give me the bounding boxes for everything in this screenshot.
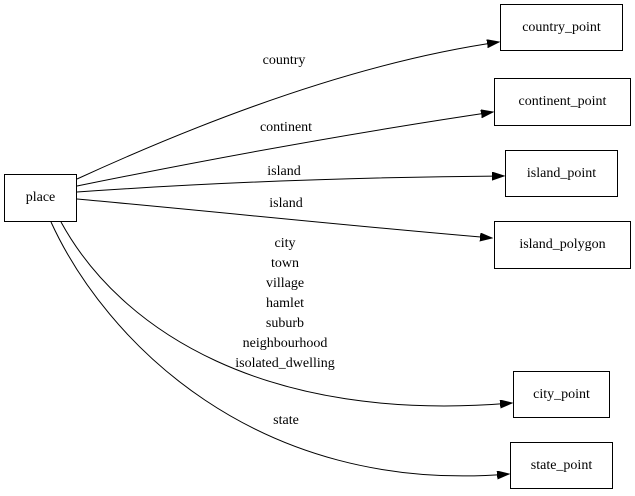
edge-label-continent: continent bbox=[259, 120, 313, 135]
edge-place-city-point bbox=[60, 221, 512, 406]
edge-place-country-point bbox=[76, 42, 499, 180]
edge-label-suburb: suburb bbox=[265, 316, 305, 331]
node-country-point: country_point bbox=[500, 4, 623, 51]
node-state-point: state_point bbox=[510, 442, 613, 489]
node-island-point: island_point bbox=[505, 150, 618, 197]
edge-place-continent-point bbox=[76, 112, 493, 187]
edge-label-town: town bbox=[270, 256, 299, 271]
node-place: place bbox=[4, 174, 77, 222]
edge-place-island-polygon bbox=[76, 198, 492, 238]
edge-label-island-polygon: island bbox=[269, 196, 303, 211]
edge-label-village: village bbox=[265, 276, 305, 291]
edge-label-isolated-dwelling: isolated_dwelling bbox=[235, 356, 335, 371]
edge-label-hamlet: hamlet bbox=[265, 296, 305, 311]
edge-label-city-group: city town village hamlet suburb neighbou… bbox=[235, 234, 335, 374]
edge-place-state-point bbox=[50, 221, 509, 476]
edge-place-island-point bbox=[76, 176, 504, 193]
edge-label-city: city bbox=[274, 236, 296, 251]
node-continent-point: continent_point bbox=[494, 78, 631, 126]
node-city-point: city_point bbox=[513, 371, 610, 418]
edge-label-neighbourhood: neighbourhood bbox=[242, 336, 328, 351]
edge-label-island-point: island bbox=[267, 164, 301, 179]
edge-label-state: state bbox=[273, 413, 299, 428]
edge-label-country: country bbox=[262, 53, 306, 68]
node-island-polygon: island_polygon bbox=[494, 221, 631, 269]
